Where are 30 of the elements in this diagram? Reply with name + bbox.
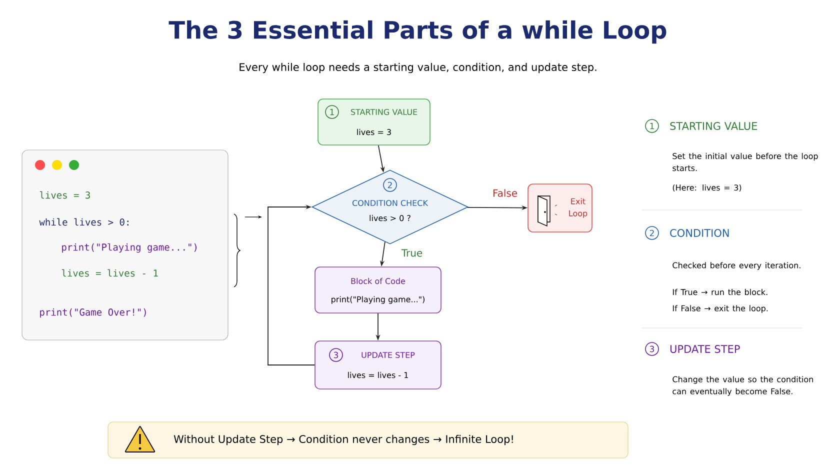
section-heading: STARTING VALUE — [670, 122, 758, 130]
warning-text: Without Update Step → Condition never changes → Infinite Loop! — [174, 434, 513, 446]
condition-text: lives > 0 ? — [370, 214, 410, 222]
diamond-heading: CONDITION CHECK — [352, 200, 428, 206]
box-heading: STARTING VALUE — [350, 108, 418, 116]
title: The 3 Essential Parts of a while Loop — [168, 20, 666, 44]
description-text: If True → run the block. — [672, 288, 768, 296]
node-label: while lives > 0: — [39, 218, 128, 226]
code-text: lives = lives - 1 — [348, 372, 408, 378]
description-text: (Here: lives = 3) — [672, 184, 742, 192]
node-label: lives = lives - 1 — [62, 269, 158, 277]
description-text: If False → exit the loop. — [672, 305, 768, 313]
code-window: lives = 3 while lives > 0: print("Playing game...") lives = lives - 1 print("Game Over!") — [22, 150, 228, 340]
edge-label: True — [400, 248, 424, 258]
node-label: print("Playing game...") — [62, 243, 196, 253]
description-text: Checked before every iteration. — [672, 262, 800, 270]
section-heading: UPDATE STEP — [670, 345, 740, 353]
node-label: print("Game Over!") — [40, 308, 146, 318]
box-heading: UPDATE STEP — [362, 352, 415, 358]
code-text: lives = 3 — [357, 128, 391, 136]
code-text: print("Playing game...") — [332, 296, 424, 304]
arrow — [268, 204, 316, 366]
exit-label: Exit Loop — [569, 198, 588, 218]
section-heading: CONDITION — [670, 229, 729, 237]
description-text: Change the value so the condition can eventually become False. — [672, 376, 813, 396]
box-heading: Block of Code — [351, 278, 406, 284]
node-label: lives = 3 — [40, 191, 90, 199]
edge-label: False — [491, 188, 519, 198]
description-text: Set the initial value before the loop starts. — [672, 152, 818, 172]
subtitle: Every while loop needs a starting value, condition, and update step. — [240, 62, 596, 74]
